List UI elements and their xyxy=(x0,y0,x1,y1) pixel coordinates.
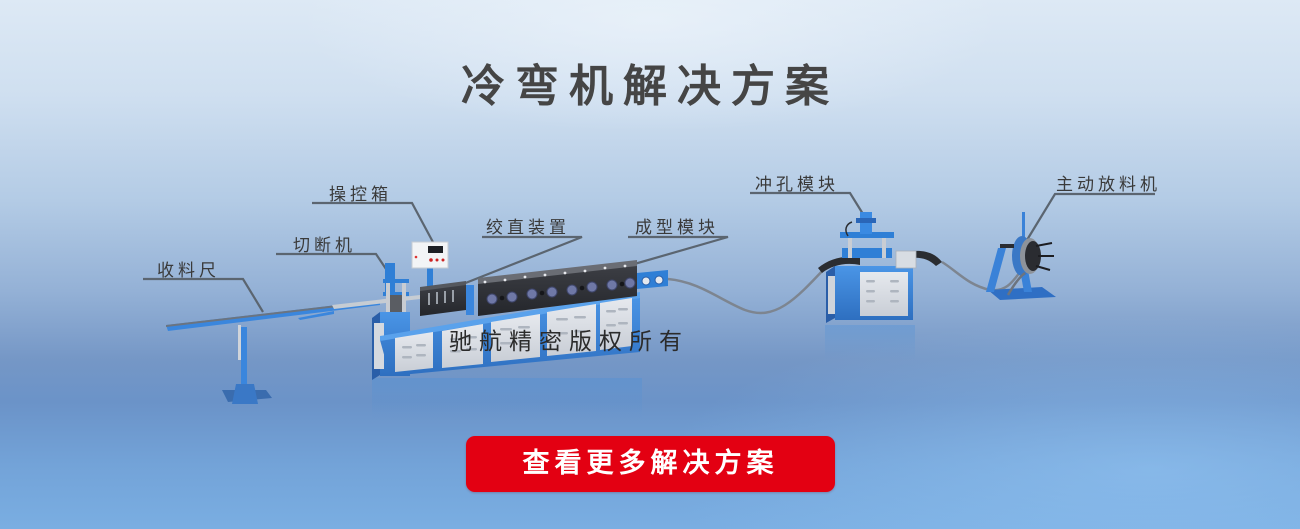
label-straightening-device: 绞直装置 xyxy=(486,218,570,238)
metal-strip xyxy=(941,260,1022,292)
floor-reflection xyxy=(825,325,915,360)
page-title: 冷弯机解决方案 xyxy=(461,61,839,112)
cutting-machine xyxy=(332,263,420,318)
active-decoiler-unit xyxy=(986,212,1056,300)
forming-machine-base xyxy=(372,292,640,380)
copyright-watermark: 驰航精密版权所有 xyxy=(449,329,689,355)
control-box-unit xyxy=(411,241,449,297)
leader-line-receiving-rack xyxy=(143,277,264,313)
label-punching-module: 冲孔模块 xyxy=(755,175,839,195)
leader-lines xyxy=(143,191,1155,313)
forming-rolls-unit xyxy=(478,260,637,316)
leader-line-cutting-machine xyxy=(276,252,389,273)
view-more-solutions-button[interactable]: 查看更多解决方案 xyxy=(466,436,835,492)
leader-line-active-decoiler xyxy=(1026,192,1155,241)
metal-strip xyxy=(667,267,826,315)
label-cutting-machine: 切断机 xyxy=(293,236,356,256)
leader-line-straightening-device xyxy=(462,235,583,286)
label-control-box: 操控箱 xyxy=(329,185,392,205)
receiving-rack-machine xyxy=(166,300,380,404)
label-active-decoiler: 主动放料机 xyxy=(1056,175,1161,195)
floor-reflection xyxy=(372,378,642,418)
leader-line-forming-module xyxy=(623,235,729,269)
label-forming-module: 成型模块 xyxy=(635,218,719,238)
leader-line-control-box xyxy=(312,201,435,245)
leader-line-punching-module xyxy=(750,191,864,215)
punching-module-unit xyxy=(818,212,942,323)
label-receiving-rack: 收料尺 xyxy=(157,261,220,281)
straightening-device-unit xyxy=(420,281,474,316)
exit-guide-rollers xyxy=(637,270,668,289)
